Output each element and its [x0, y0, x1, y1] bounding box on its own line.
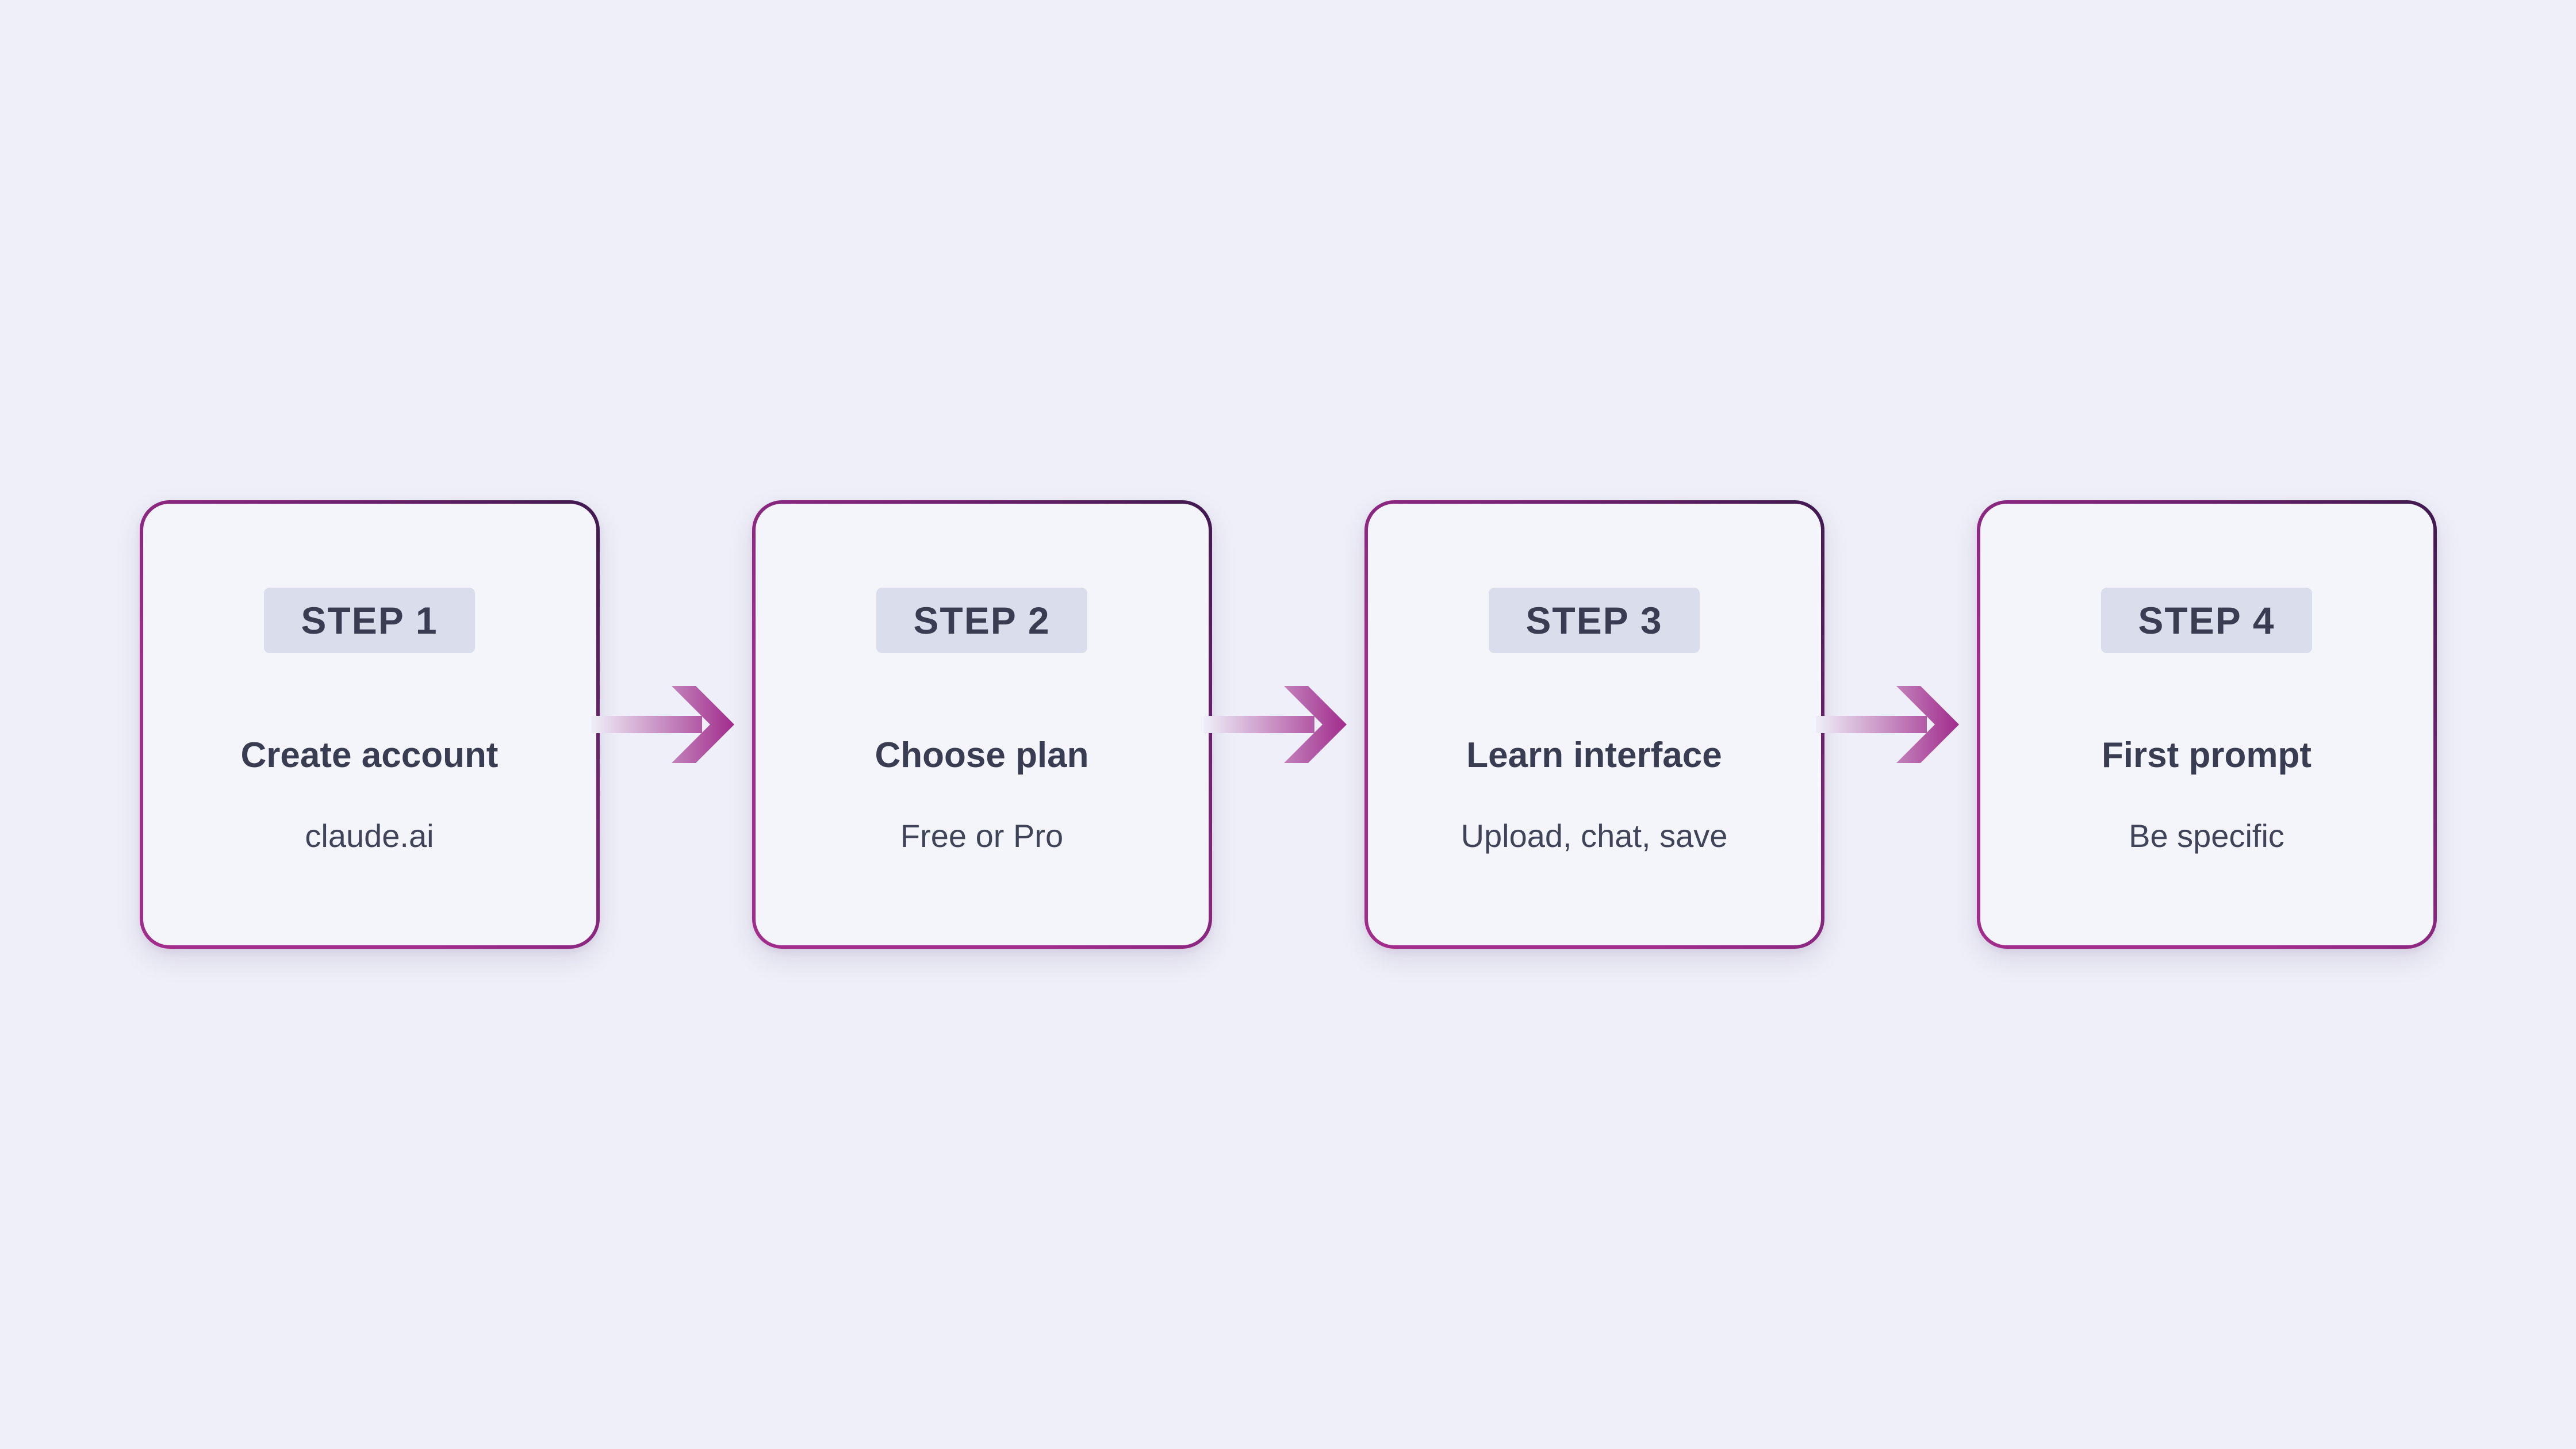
step-card-4-body: STEP 4 First prompt Be specific — [1980, 504, 2433, 945]
step-subtitle: Upload, chat, save — [1460, 818, 1728, 854]
step-badge: STEP 3 — [1489, 588, 1700, 653]
step-title: Choose plan — [875, 735, 1089, 775]
step-card-2: STEP 2 Choose plan Free or Pro — [752, 500, 1212, 949]
arrow-right-icon — [1203, 681, 1364, 768]
step-card-4: STEP 4 First prompt Be specific — [1976, 500, 2437, 949]
step-card-2-body: STEP 2 Choose plan Free or Pro — [755, 504, 1209, 945]
step-title: Learn interface — [1466, 735, 1722, 775]
step-card-1: STEP 1 Create account claude.ai — [139, 500, 600, 949]
step-title: First prompt — [2101, 735, 2312, 775]
step-title: Create account — [240, 735, 499, 775]
step-badge: STEP 4 — [2101, 588, 2312, 653]
arrow-right-icon — [1815, 681, 1977, 768]
step-subtitle: Be specific — [2129, 818, 2284, 854]
arrow-right-icon — [591, 681, 752, 768]
step-card-3-body: STEP 3 Learn interface Upload, chat, sav… — [1367, 504, 1821, 945]
step-card-3: STEP 3 Learn interface Upload, chat, sav… — [1364, 500, 1824, 949]
step-subtitle: claude.ai — [305, 818, 434, 854]
steps-row: STEP 1 Create account claude.ai STEP 2 C… — [139, 500, 2437, 949]
step-card-1-body: STEP 1 Create account claude.ai — [143, 504, 596, 945]
step-badge: STEP 2 — [876, 588, 1087, 653]
step-subtitle: Free or Pro — [900, 818, 1064, 854]
step-badge: STEP 1 — [264, 588, 475, 653]
